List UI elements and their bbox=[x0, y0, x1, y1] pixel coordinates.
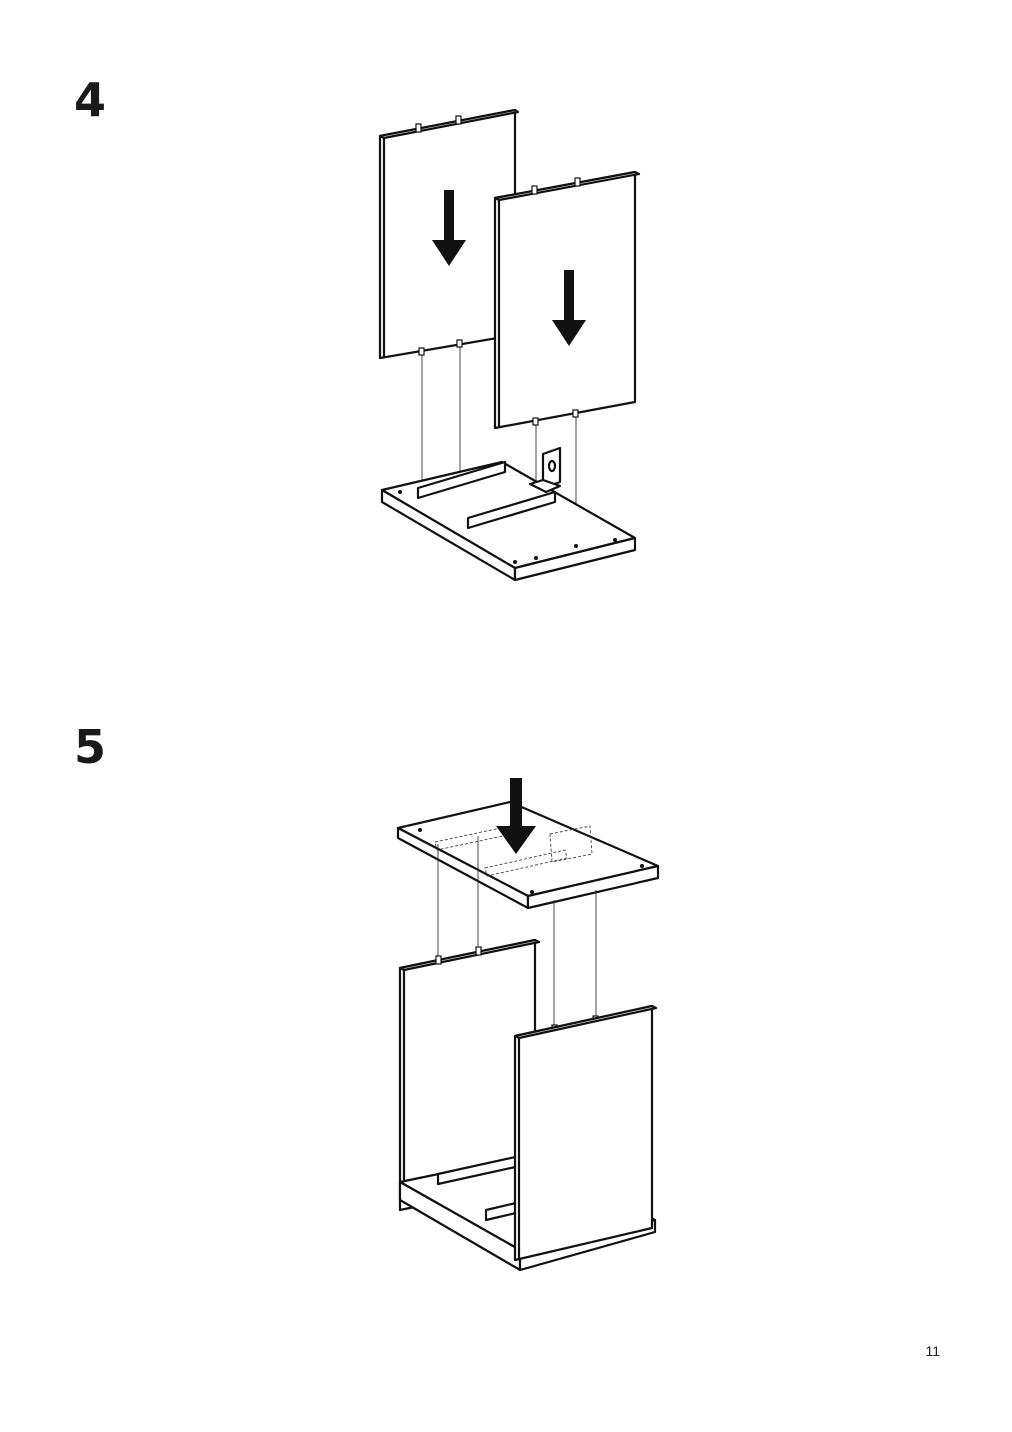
metal-bracket-icon bbox=[528, 446, 562, 494]
down-arrow-icon bbox=[432, 190, 466, 266]
step-4-number: 4 bbox=[74, 73, 107, 127]
left-side-panel bbox=[398, 938, 541, 1212]
top-panel bbox=[396, 800, 660, 910]
down-arrow-icon bbox=[552, 270, 586, 346]
step-5-illustration bbox=[380, 770, 680, 1280]
wooden-dowel-icon bbox=[531, 177, 581, 195]
wooden-dowel-icon bbox=[415, 115, 462, 133]
step-4-illustration bbox=[360, 100, 660, 590]
hidden-rails bbox=[434, 825, 593, 877]
down-arrow-icon bbox=[496, 778, 536, 854]
base-panel bbox=[380, 460, 637, 582]
base-rail bbox=[416, 460, 557, 530]
step-5-number: 5 bbox=[74, 720, 107, 774]
right-side-panel bbox=[513, 1004, 658, 1262]
page-number: 11 bbox=[925, 1343, 940, 1359]
